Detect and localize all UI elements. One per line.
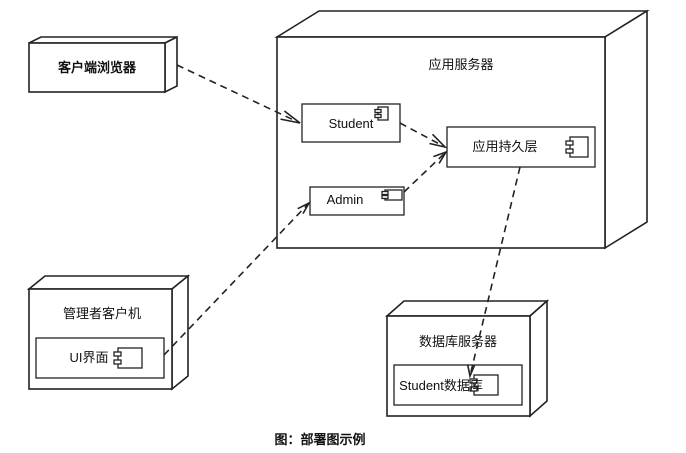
component-icon: [117, 347, 143, 369]
component-icon: [377, 106, 389, 121]
ui-label: UI界面: [69, 350, 108, 365]
node-db-server: 数据库服务器 Student数据库: [384, 299, 550, 418]
component-admin: Admin: [309, 186, 405, 216]
client-browser-label: 客户端浏览器: [58, 60, 137, 75]
component-student: Student: [301, 103, 401, 143]
edge-admin-to-persistence: [403, 150, 448, 193]
admin-label: Admin: [327, 192, 364, 207]
component-persistence: 应用持久层: [446, 126, 596, 168]
db-server-label: 数据库服务器: [419, 334, 497, 349]
component-icon: [569, 136, 589, 158]
node-admin-client: 管理者客户机 UI界面: [26, 274, 191, 391]
edge-browser-to-student: [176, 64, 301, 124]
node-client-browser: 客户端浏览器: [28, 35, 178, 94]
edge-student-to-persistence: [399, 122, 448, 149]
figure-caption: 图：部署图示例: [274, 432, 365, 447]
component-icon: [473, 374, 499, 396]
component-student-db: Student数据库: [393, 364, 523, 406]
student-label: Student: [329, 116, 374, 131]
app-server-label: 应用服务器: [428, 57, 493, 72]
edge-persistence-to-studentdb: [466, 166, 521, 379]
component-ui: UI界面: [35, 337, 165, 379]
student-db-label: Student数据库: [399, 378, 483, 393]
edge-ui-to-admin: [163, 201, 311, 356]
admin-client-label: 管理者客户机: [63, 306, 141, 321]
persistence-label: 应用持久层: [472, 139, 537, 154]
